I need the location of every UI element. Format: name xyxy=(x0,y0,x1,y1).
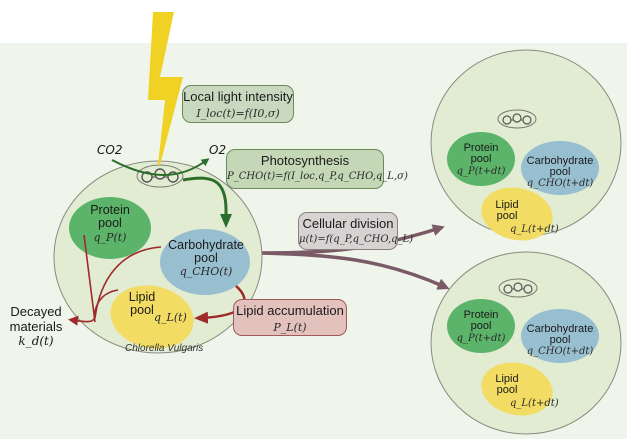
photosynthesis-box: Photosynthesis P_CHO(t)=f(I_loc,q_P,q_CH… xyxy=(226,149,408,189)
daughter-cell-2 xyxy=(430,251,622,435)
chloroplast-icon xyxy=(497,109,537,129)
mother-protein-pool-label: Protein pool q_P(t) xyxy=(90,203,130,244)
light-intensity-formula: I_loc(t)=f(I0,σ) xyxy=(196,107,280,120)
chloroplast-icon xyxy=(498,278,538,298)
daughter1-lipid-pool-label: Lipid pool xyxy=(495,199,519,222)
lipid-pool-shape xyxy=(110,285,194,349)
decayed-materials-label: Decayed materials k_d(t) xyxy=(9,304,63,348)
decay-arrows xyxy=(68,234,162,326)
lipid-accumulation-formula: P_L(t) xyxy=(273,321,307,334)
division-arrow-lower xyxy=(261,251,450,290)
daughter2-carbohydrate-pool-label: Carbohydrate pool q_CHO(t+dt) xyxy=(526,323,594,357)
co2-o2-arrow xyxy=(111,158,210,176)
daughter2-lipid-pool-label: Lipid pool xyxy=(495,373,519,396)
photosynthesis-title: Photosynthesis xyxy=(260,153,350,168)
photosynthesis-arrow xyxy=(182,176,232,228)
daughter1-lipid-pool-var: q_L(t+dt) xyxy=(510,224,559,235)
mother-carbohydrate-pool-label: Carbohydrate pool q_CHO(t) xyxy=(168,238,244,278)
lipid-accumulation-box: Lipid accumulation P_L(t) xyxy=(233,299,347,336)
light-bolt-icon xyxy=(148,12,183,165)
light-intensity-box: Local light intensity I_loc(t)=f(I0,σ) xyxy=(182,85,294,123)
light-intensity-title: Local light intensity xyxy=(183,89,293,104)
daughter1-carbohydrate-pool-label: Carbohydrate pool q_CHO(t+dt) xyxy=(526,155,594,189)
mother-lipid-pool-var: q_L(t) xyxy=(154,311,187,324)
cellular-division-box: Cellular division μ(t)=f(q_P,q_CHO,q_L) xyxy=(298,212,414,250)
cellular-division-title: Cellular division xyxy=(302,216,394,231)
cellular-division-formula: μ(t)=f(q_P,q_CHO,q_L) xyxy=(299,234,414,245)
cell-caption: Chlorella Vulgaris xyxy=(125,343,204,354)
o2-label: O2 xyxy=(209,143,227,157)
daughter1-protein-pool-label: Protein pool q_P(t+dt) xyxy=(456,142,506,177)
photosynthesis-formula: P_CHO(t)=f(I_loc,q_P,q_CHO,q_L,σ) xyxy=(227,171,408,182)
lipid-accumulation-title: Lipid accumulation xyxy=(236,303,344,318)
carbohydrate-pool-shape xyxy=(160,229,250,295)
co2-label: CO2 xyxy=(97,143,123,157)
daughter-cell-1 xyxy=(430,49,622,241)
protein-pool-shape xyxy=(69,197,151,259)
mother-lipid-pool-label: Lipid pool xyxy=(128,290,156,317)
mother-cell xyxy=(53,160,263,354)
daughter2-lipid-pool-var: q_L(t+dt) xyxy=(510,398,559,409)
daughter2-protein-pool-label: Protein pool q_P(t+dt) xyxy=(456,309,506,344)
